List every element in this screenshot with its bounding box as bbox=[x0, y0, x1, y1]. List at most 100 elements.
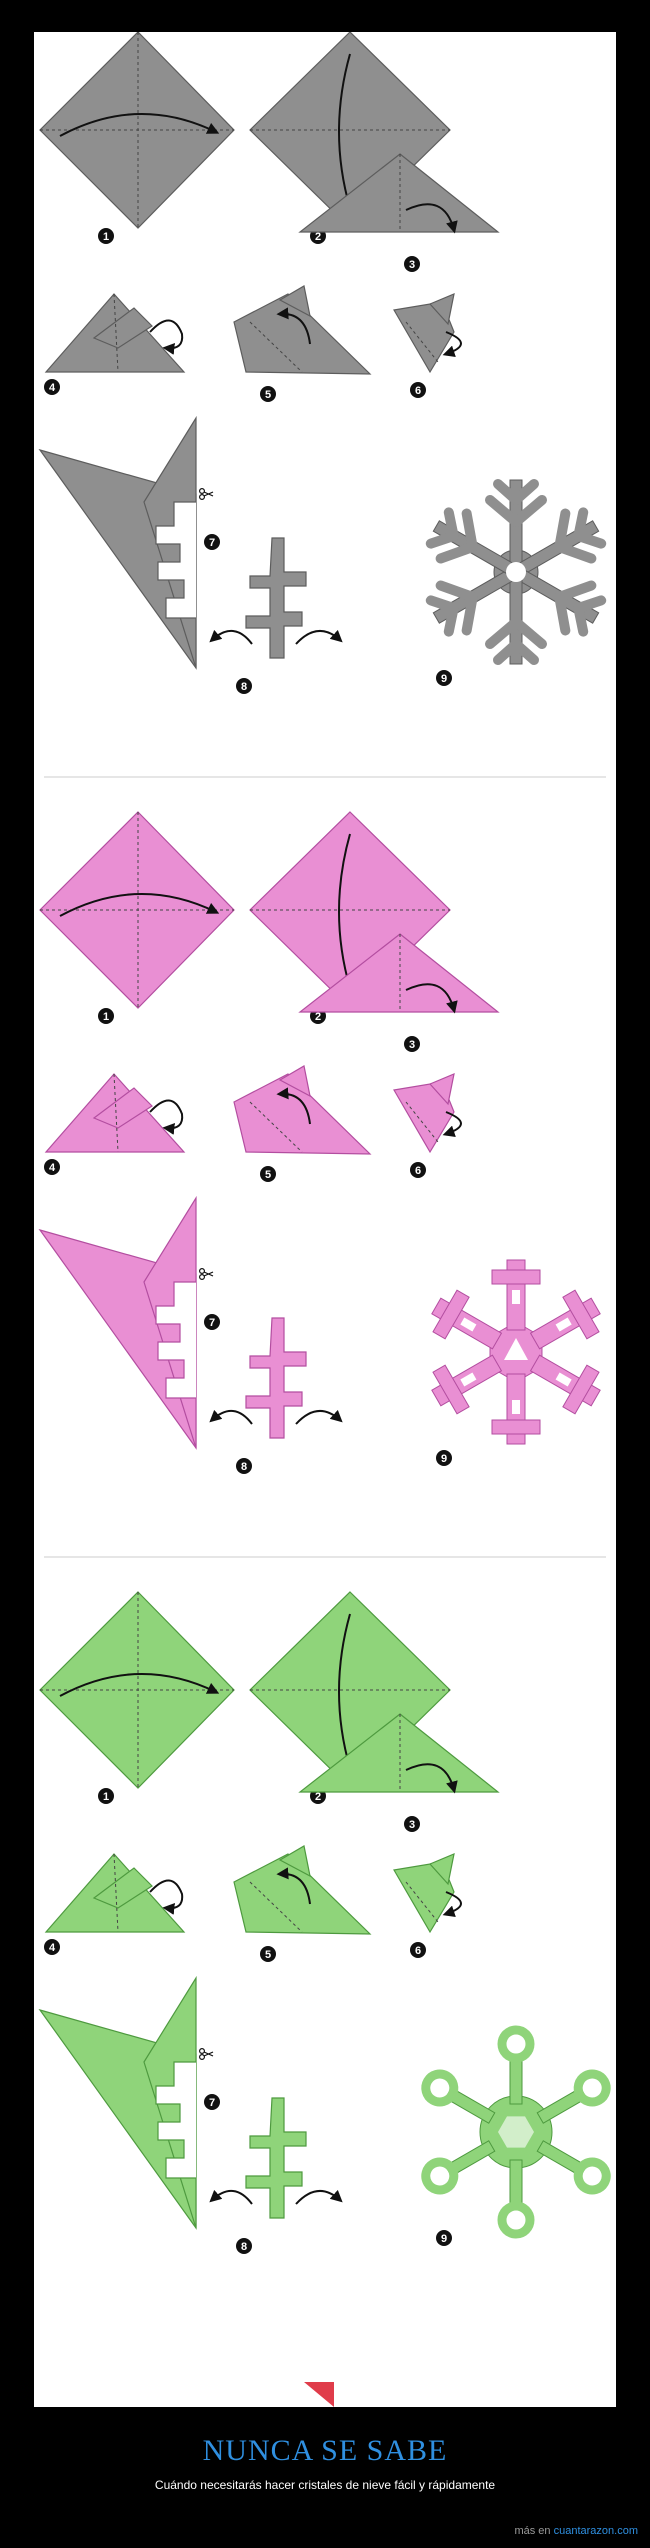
fold-arrow bbox=[442, 331, 462, 358]
scissors-ring bbox=[199, 2054, 206, 2061]
step-circle bbox=[404, 1036, 420, 1052]
arm-window bbox=[460, 1317, 477, 1332]
flake-arm bbox=[431, 1354, 503, 1415]
scissors-icon bbox=[199, 488, 214, 501]
arm-crossbar bbox=[562, 1289, 600, 1340]
arm-branch bbox=[554, 507, 607, 564]
arm-window bbox=[512, 1400, 520, 1414]
fold-line bbox=[249, 321, 303, 373]
step-6-shape bbox=[393, 301, 455, 374]
step-3-badge: 3 bbox=[404, 1816, 420, 1832]
step-circle bbox=[236, 678, 252, 694]
step-circle bbox=[98, 228, 114, 244]
step-4-flap bbox=[92, 1087, 153, 1129]
arm-ring bbox=[497, 2025, 535, 2063]
step-number: 4 bbox=[49, 382, 56, 394]
fold-arrow bbox=[405, 203, 458, 234]
fold-arrow bbox=[295, 2189, 343, 2205]
fold-arrow bbox=[59, 1672, 220, 1697]
fold-arrow bbox=[338, 53, 354, 212]
fold-arrow bbox=[405, 983, 458, 1014]
flake-hole bbox=[506, 562, 526, 582]
flake-arm bbox=[529, 1289, 601, 1350]
step-number: 2 bbox=[315, 1791, 321, 1803]
scissors-ring bbox=[199, 1274, 206, 1281]
step-7-badge: 7 bbox=[204, 2094, 220, 2110]
step-7-cut-pattern bbox=[155, 2061, 196, 2179]
step-circle bbox=[410, 1942, 426, 1958]
post-subtitle: Cuándo necesitarás hacer cristales de ni… bbox=[154, 2478, 496, 2492]
arm-crossbar bbox=[432, 1364, 470, 1415]
step-6-flap bbox=[428, 1073, 455, 1106]
arm-ring bbox=[497, 2201, 535, 2239]
step-circle bbox=[404, 1816, 420, 1832]
step-5-shape bbox=[233, 1073, 372, 1155]
step-1-badge: 1 bbox=[98, 1788, 114, 1804]
flake-arm bbox=[536, 2140, 611, 2195]
step-6-flap bbox=[428, 1853, 455, 1886]
step-number: 8 bbox=[241, 2241, 247, 2253]
fold-arrow bbox=[405, 1763, 458, 1794]
step-6-badge: 6 bbox=[410, 382, 426, 398]
arm-crossbar bbox=[491, 1419, 541, 1435]
arm-branch bbox=[554, 580, 607, 637]
step-number: 9 bbox=[441, 2233, 447, 2245]
fold-arrow bbox=[276, 1087, 311, 1125]
flake-hole bbox=[504, 1338, 528, 1360]
step-3-triangle bbox=[298, 933, 500, 1013]
step-number: 5 bbox=[265, 1169, 271, 1181]
step-5-flap bbox=[278, 285, 311, 318]
fold-line bbox=[405, 1101, 439, 1143]
flake-arm bbox=[421, 2069, 496, 2124]
step-9-green-flake bbox=[421, 2025, 611, 2239]
step-number: 3 bbox=[409, 1819, 415, 1831]
post-title[interactable]: NUNCA SE SABE bbox=[202, 2434, 448, 2467]
step-circle bbox=[204, 2094, 220, 2110]
step-number: 8 bbox=[241, 681, 247, 693]
step-number: 7 bbox=[209, 537, 215, 549]
step-8-cut-piece bbox=[245, 537, 307, 659]
arm-window bbox=[555, 1372, 572, 1387]
step-4-badge: 4 bbox=[44, 1939, 60, 1955]
fold-arrow bbox=[295, 1409, 343, 1425]
fold-arrow bbox=[149, 1099, 184, 1135]
arm-ring bbox=[573, 2157, 611, 2195]
fold-arrow bbox=[149, 1879, 184, 1915]
fold-arrow bbox=[59, 112, 220, 137]
step-4-flap bbox=[92, 307, 153, 349]
step-circle bbox=[44, 1939, 60, 1955]
step-6-flap bbox=[428, 293, 455, 326]
step-5-badge: 5 bbox=[260, 1946, 276, 1962]
arm-branch bbox=[425, 580, 478, 637]
fold-line bbox=[249, 1101, 303, 1153]
step-7-badge: 7 bbox=[204, 1314, 220, 1330]
step-number: 2 bbox=[315, 231, 321, 243]
step-5-flap bbox=[278, 1065, 311, 1098]
step-8-cut-piece bbox=[245, 2097, 307, 2219]
fold-arrow bbox=[295, 629, 343, 645]
source-prefix: más en bbox=[514, 2525, 551, 2537]
flake-arm bbox=[536, 2069, 611, 2124]
step-9-badge: 9 bbox=[436, 1450, 452, 1466]
step-4-badge: 4 bbox=[44, 379, 60, 395]
flake-arm bbox=[431, 1289, 503, 1350]
flake-hole bbox=[498, 2116, 534, 2148]
source-footer: más en cuantarazon.com bbox=[514, 2525, 638, 2537]
fold-arrow bbox=[276, 1867, 311, 1905]
scissors-icon bbox=[199, 1268, 214, 1281]
step-8-badge: 8 bbox=[236, 1458, 252, 1474]
step-circle bbox=[410, 382, 426, 398]
source-link[interactable]: cuantarazon.com bbox=[553, 2525, 638, 2537]
step-circle bbox=[98, 1008, 114, 1024]
arm-crossbar bbox=[562, 1364, 600, 1415]
arm-ring bbox=[573, 2069, 611, 2107]
fold-arrow bbox=[442, 1111, 462, 1138]
fold-arrow bbox=[149, 319, 184, 355]
step-number: 5 bbox=[265, 1949, 271, 1961]
flake-arm bbox=[529, 1354, 601, 1415]
step-4-flap bbox=[92, 1867, 153, 1909]
fold-line bbox=[113, 1853, 119, 1933]
